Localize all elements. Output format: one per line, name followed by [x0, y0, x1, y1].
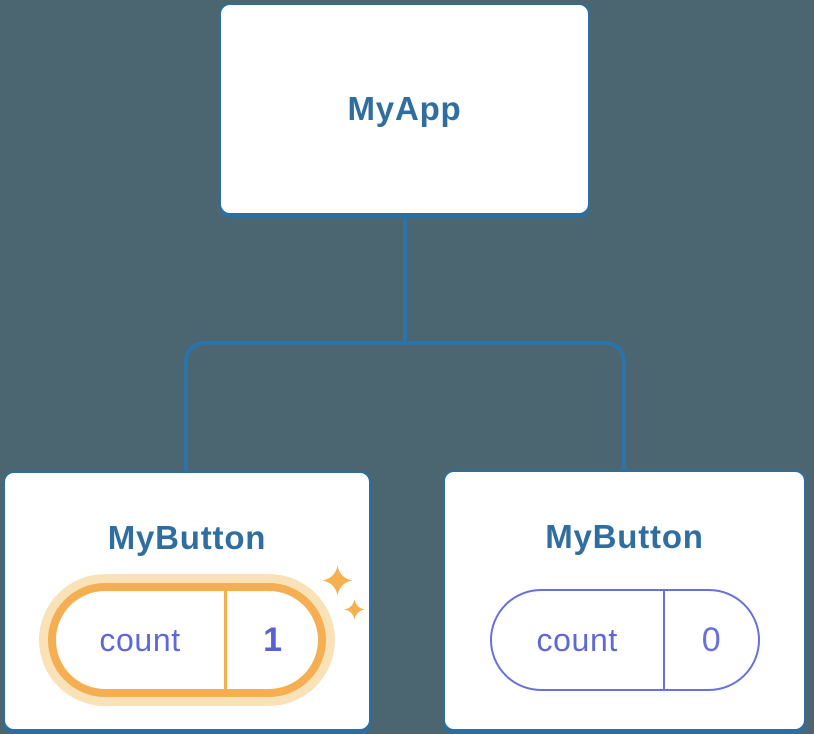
- sparkle-icon-large: [322, 565, 353, 596]
- node-mybutton-left-label: MyButton: [107, 519, 267, 556]
- connector-right-branch: [405, 341, 626, 476]
- connector-left-branch: [184, 341, 405, 476]
- sparkle-icon-small: [344, 599, 365, 620]
- state-name: count: [99, 621, 181, 658]
- node-mybutton-right: MyButton count 0: [443, 470, 806, 731]
- state-value: 1: [224, 591, 318, 689]
- state-pill: count 0: [489, 589, 760, 691]
- node-myapp-label: MyApp: [347, 90, 462, 127]
- node-mybutton-left: MyButton count 1: [3, 471, 371, 731]
- state-value: 0: [662, 591, 758, 689]
- node-mybutton-right-label: MyButton: [545, 518, 704, 555]
- node-myapp: MyApp: [219, 3, 590, 215]
- state-name: count: [536, 621, 618, 658]
- state-pill-highlighted: count 1: [48, 583, 326, 697]
